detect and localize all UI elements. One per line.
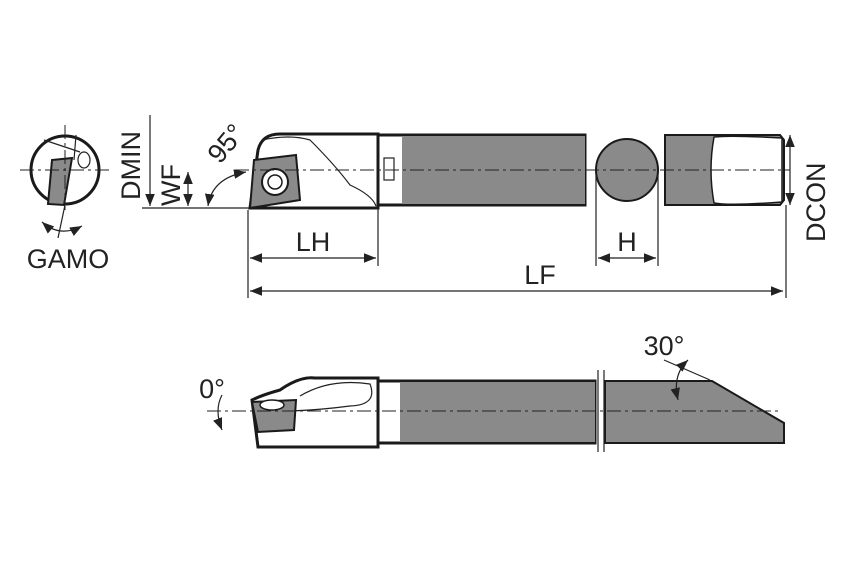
lf-label: LF: [524, 260, 556, 290]
h-label: H: [617, 227, 637, 257]
lh-label: LH: [296, 227, 331, 257]
gamo-label: GAMO: [27, 244, 110, 274]
dmin-label: DMIN: [116, 131, 146, 200]
rake-angle-label: 0°: [199, 374, 225, 404]
dcon-label: DCON: [801, 163, 831, 243]
side-view: [207, 359, 785, 452]
approach-angle-label: 95°: [202, 118, 251, 169]
chamfer-angle-label: 30°: [644, 331, 685, 361]
end-view: [20, 125, 110, 239]
top-view: [235, 132, 790, 210]
wf-label: WF: [156, 164, 186, 206]
